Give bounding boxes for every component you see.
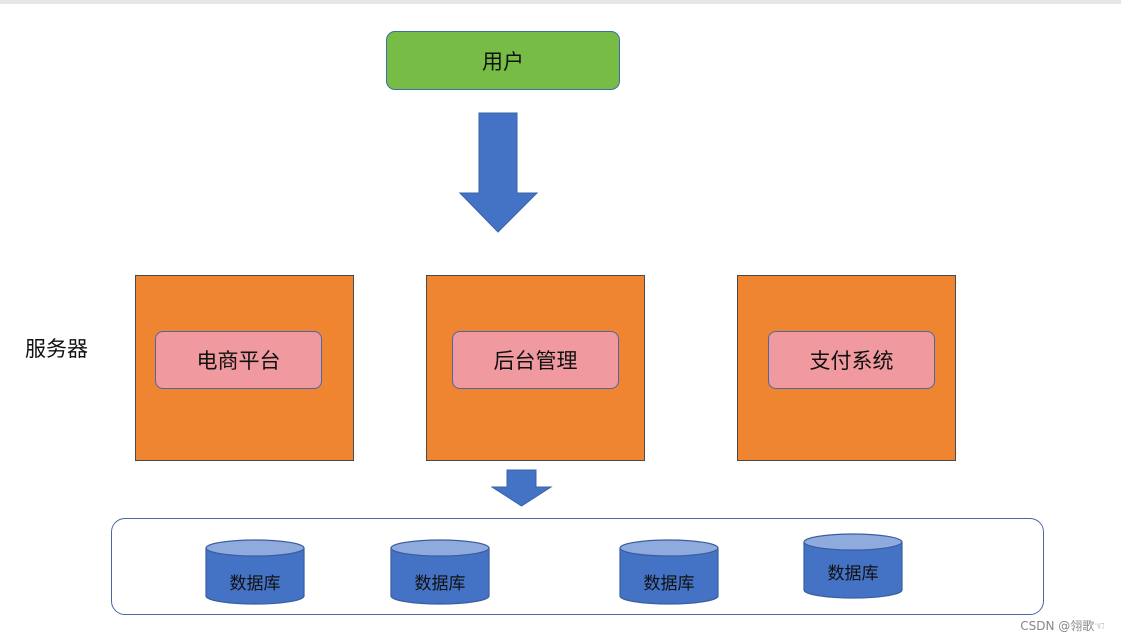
database-icon [205, 539, 305, 605]
database-icon [390, 539, 490, 605]
service-payment: 支付系统 [768, 331, 935, 389]
arrow-down-icon [459, 112, 539, 233]
database-4: 数据库 [803, 533, 903, 603]
database-label: 数据库 [229, 574, 281, 594]
database-icon [619, 539, 719, 605]
watermark: CSDN @翎歌☜ [1020, 619, 1105, 633]
server-box-admin: 后台管理 [426, 275, 645, 461]
service-admin: 后台管理 [452, 331, 619, 389]
server-box-payment: 支付系统 [737, 275, 956, 461]
service-label: 支付系统 [809, 349, 894, 373]
server-group-label: 服务器 [25, 337, 88, 361]
database-3: 数据库 [619, 539, 719, 609]
database-2: 数据库 [390, 539, 490, 609]
service-label: 电商平台 [196, 349, 281, 373]
user-node: 用户 [386, 31, 620, 90]
database-label: 数据库 [827, 564, 879, 584]
database-icon [803, 533, 903, 599]
database-label: 数据库 [414, 574, 466, 594]
database-label: 数据库 [643, 574, 695, 594]
server-box-ecommerce: 电商平台 [135, 275, 354, 461]
user-label: 用户 [482, 49, 524, 74]
service-label: 后台管理 [493, 349, 578, 373]
top-rule [0, 0, 1121, 4]
database-1: 数据库 [205, 539, 305, 609]
service-ecommerce: 电商平台 [155, 331, 322, 389]
arrow-down-small-icon [491, 469, 553, 507]
database-panel: 数据库 数据库 数据库 数据库 [111, 518, 1044, 615]
